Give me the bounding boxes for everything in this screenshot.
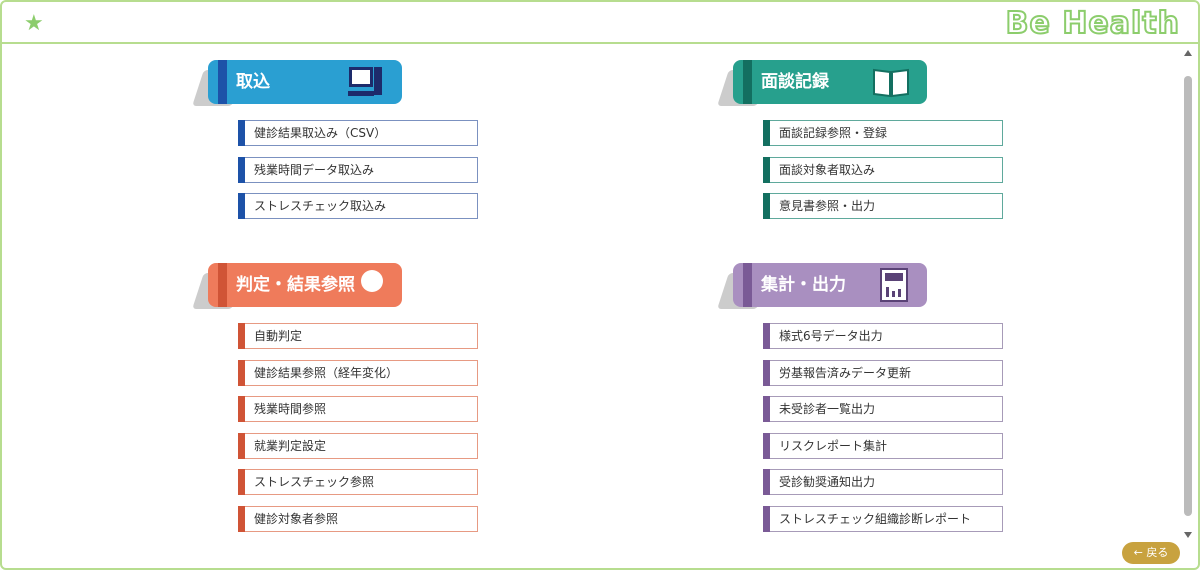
section-title-text: 集計・出力 — [761, 275, 846, 295]
menu-item-interview-target-import[interactable]: 面談対象者取込み — [763, 157, 1003, 183]
scroll-thumb[interactable] — [1184, 76, 1192, 516]
section-stripe — [218, 263, 227, 307]
menu-item-stress-import[interactable]: ストレスチェック取込み — [238, 193, 478, 219]
item-label: ストレスチェック参照 — [254, 475, 375, 489]
item-bar — [238, 506, 245, 532]
item-bar — [238, 396, 245, 422]
menu-item-unexamined-list[interactable]: 未受診者一覧出力 — [763, 396, 1003, 422]
item-bar — [238, 433, 245, 459]
item-label: ストレスチェック取込み — [254, 199, 387, 213]
section-header: 判定・結果参照 — [192, 263, 408, 311]
item-bar — [238, 193, 245, 219]
menu-item-opinion-output[interactable]: 意見書参照・出力 — [763, 193, 1003, 219]
menu-item-auto-judge[interactable]: 自動判定 — [238, 323, 478, 349]
menu-item-interview-view[interactable]: 面談記録参照・登録 — [763, 120, 1003, 146]
item-label: 残業時間データ取込み — [254, 163, 375, 177]
menu-item-stress-org-report[interactable]: ストレスチェック組織診断レポート — [763, 506, 1003, 532]
item-label: 未受診者一覧出力 — [779, 402, 876, 416]
circle-icon — [361, 270, 383, 292]
item-bar — [238, 157, 245, 183]
section-interview: 面談記録 面談記録参照・登録 面談対象者取込み 意見書参照・出力 — [717, 60, 1003, 219]
section-title: 判定・結果参照 — [208, 263, 402, 307]
section-title-text: 判定・結果参照 — [236, 275, 355, 295]
section-stripe — [743, 263, 752, 307]
menu-item-stress-view[interactable]: ストレスチェック参照 — [238, 469, 478, 495]
menu-item-labor-report-update[interactable]: 労基報告済みデータ更新 — [763, 360, 1003, 386]
menu-item-overtime-import[interactable]: 残業時間データ取込み — [238, 157, 478, 183]
item-bar — [763, 360, 770, 386]
item-label: 意見書参照・出力 — [779, 199, 876, 213]
calculator-icon — [880, 268, 908, 302]
item-bar — [238, 469, 245, 495]
section-aggregate: 集計・出力 様式6号データ出力 労基報告済みデータ更新 未受診者一覧出力 リスク… — [717, 263, 1003, 532]
section-title-text: 面談記録 — [761, 72, 829, 92]
back-button[interactable]: ← 戻る — [1122, 542, 1180, 564]
star-icon[interactable]: ★ — [24, 11, 44, 36]
section-header: 集計・出力 — [717, 263, 933, 311]
section-title: 面談記録 — [733, 60, 927, 104]
item-label: 健診結果取込み（CSV） — [254, 126, 387, 140]
item-bar — [763, 120, 770, 146]
item-bar — [763, 396, 770, 422]
item-label: 自動判定 — [254, 329, 303, 343]
item-bar — [763, 506, 770, 532]
menu-item-risk-report[interactable]: リスクレポート集計 — [763, 433, 1003, 459]
item-bar — [763, 469, 770, 495]
item-bar — [238, 360, 245, 386]
item-label: 様式6号データ出力 — [779, 329, 883, 343]
section-title: 取込 — [208, 60, 402, 104]
logo: Be Health — [1005, 5, 1180, 42]
item-bar — [763, 157, 770, 183]
item-label: 面談記録参照・登録 — [779, 126, 888, 140]
section-import: 取込 健診結果取込み（CSV） 残業時間データ取込み ストレスチェック取込み — [192, 60, 478, 219]
scrollbar[interactable] — [1182, 46, 1195, 538]
menu-item-exam-notice[interactable]: 受診勧奨通知出力 — [763, 469, 1003, 495]
menu-item-health-result-history[interactable]: 健診結果参照（経年変化） — [238, 360, 478, 386]
menu-item-form6-output[interactable]: 様式6号データ出力 — [763, 323, 1003, 349]
item-bar — [238, 120, 245, 146]
item-label: 労基報告済みデータ更新 — [779, 366, 912, 380]
item-label: ストレスチェック組織診断レポート — [779, 512, 972, 526]
item-label: 面談対象者取込み — [779, 163, 876, 177]
item-label: リスクレポート集計 — [779, 439, 888, 453]
section-title: 集計・出力 — [733, 263, 927, 307]
section-title-text: 取込 — [236, 72, 270, 92]
item-bar — [763, 323, 770, 349]
section-judgement: 判定・結果参照 自動判定 健診結果参照（経年変化） 残業時間参照 就業判定設定 … — [192, 263, 478, 532]
item-bar — [763, 193, 770, 219]
menu-item-checkup-target-view[interactable]: 健診対象者参照 — [238, 506, 478, 532]
menu-item-csv-import[interactable]: 健診結果取込み（CSV） — [238, 120, 478, 146]
item-label: 健診結果参照（経年変化） — [254, 366, 399, 380]
scroll-down-icon[interactable] — [1184, 532, 1192, 538]
section-header: 面談記録 — [717, 60, 933, 108]
item-bar — [763, 433, 770, 459]
item-label: 残業時間参照 — [254, 402, 327, 416]
scroll-up-icon[interactable] — [1184, 50, 1192, 56]
header-bar: ★ Be Health — [2, 2, 1198, 44]
item-label: 健診対象者参照 — [254, 512, 339, 526]
book-icon — [873, 68, 909, 98]
section-header: 取込 — [192, 60, 408, 108]
computer-icon — [348, 67, 382, 96]
section-stripe — [743, 60, 752, 104]
menu-item-overtime-view[interactable]: 残業時間参照 — [238, 396, 478, 422]
item-label: 受診勧奨通知出力 — [779, 475, 876, 489]
item-label: 就業判定設定 — [254, 439, 327, 453]
section-stripe — [218, 60, 227, 104]
menu-item-work-judge-setting[interactable]: 就業判定設定 — [238, 433, 478, 459]
item-bar — [238, 323, 245, 349]
